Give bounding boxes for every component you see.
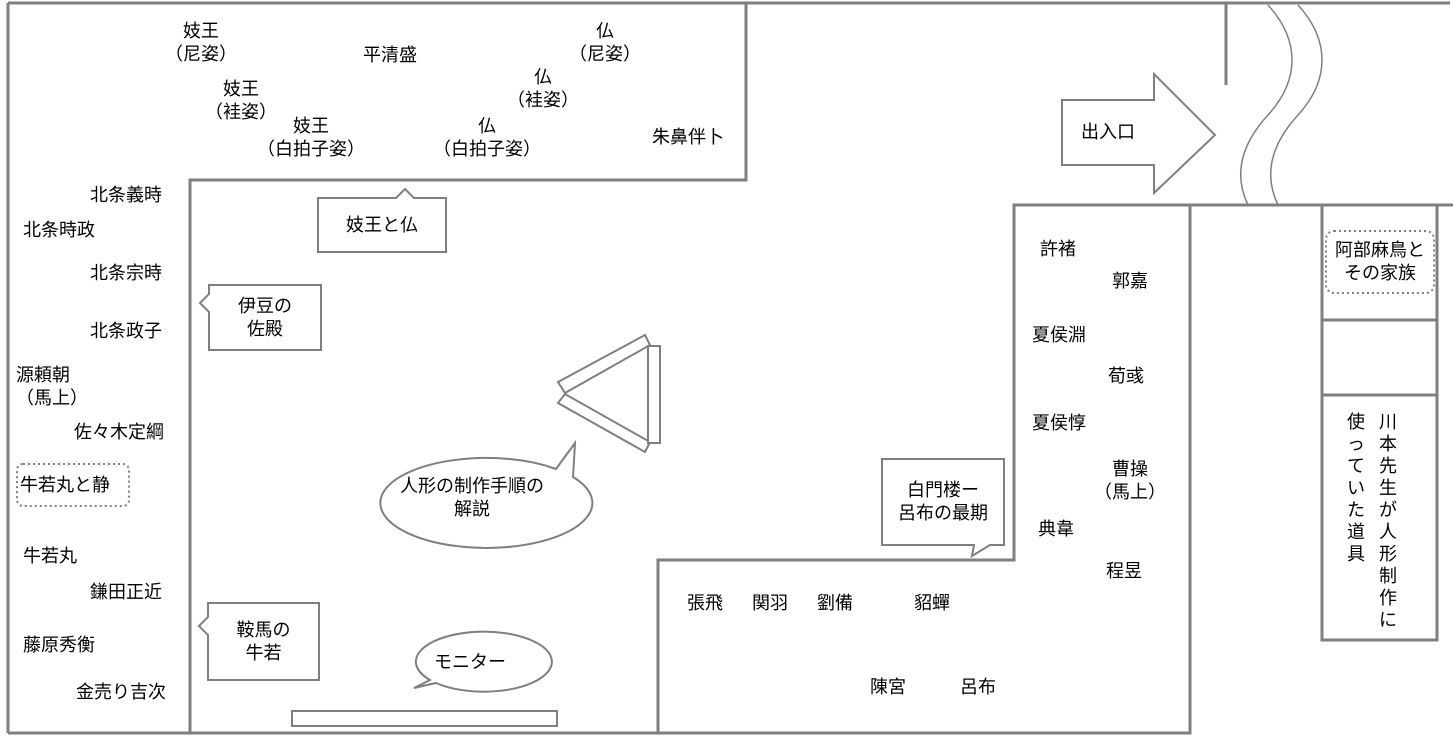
label-chouhi: 張飛 bbox=[687, 593, 723, 614]
monitor-bar bbox=[291, 710, 558, 727]
label-chinkyuu: 陳宮 bbox=[870, 677, 906, 698]
label-abe-matori: 阿部麻鳥とその家族 bbox=[1335, 240, 1425, 284]
callout-hakumon-box bbox=[881, 458, 1005, 559]
label-taira-kiyomori: 平清盛 bbox=[363, 45, 417, 66]
label-sasaki: 佐々木定綱 bbox=[74, 422, 164, 443]
label-ryuubi: 劉備 bbox=[817, 593, 853, 614]
label-tools-col1: 使っていた道具 bbox=[1347, 412, 1365, 565]
outer-wall-left bbox=[8, 1, 748, 735]
label-giou-kesa: 妓王（袿姿） bbox=[205, 79, 277, 123]
triangle-display bbox=[556, 333, 661, 454]
label-hotoke-shirabyoshi: 仏（白拍子姿） bbox=[433, 116, 541, 160]
callout-hakumonro: 白門楼ー呂布の最期 bbox=[898, 480, 988, 524]
frame-abe bbox=[1325, 230, 1435, 294]
label-kyocho: 許褚 bbox=[1040, 239, 1076, 260]
label-sousou: 曹操（馬上） bbox=[1094, 459, 1166, 503]
label-shubana: 朱鼻伴卜 bbox=[652, 127, 724, 148]
label-kanu: 関羽 bbox=[752, 593, 788, 614]
label-giou-ama: 妓王（尼姿） bbox=[165, 21, 237, 65]
label-kakuka: 郭嘉 bbox=[1112, 271, 1148, 292]
label-hotoke-ama: 仏（尼姿） bbox=[569, 21, 641, 65]
label-kakouton: 夏侯惇 bbox=[1032, 413, 1086, 434]
label-tenni: 典韋 bbox=[1038, 519, 1074, 540]
curtain-lines bbox=[1239, 4, 1323, 206]
callout-seisaku-tejun: 人形の制作手順の解説 bbox=[400, 476, 544, 520]
label-tools-col2: 川本先生が人形制作に bbox=[1379, 412, 1397, 631]
label-ryofu: 呂布 bbox=[960, 677, 996, 698]
label-masako: 北条政子 bbox=[90, 321, 162, 342]
label-kichiji: 金売り吉次 bbox=[76, 682, 166, 703]
label-munetoki: 北条宗時 bbox=[90, 263, 162, 284]
callout-izu-box bbox=[198, 284, 322, 351]
case-tools bbox=[1320, 393, 1439, 642]
label-junyu: 荀彧 bbox=[1108, 366, 1144, 387]
callout-izu-no-suketono: 伊豆の佐殿 bbox=[238, 295, 292, 340]
entrance-arrow bbox=[1061, 71, 1217, 196]
label-ushiwakamaru: 牛若丸 bbox=[23, 546, 77, 567]
callout-monitor-bubble bbox=[413, 630, 553, 693]
label-giou-shirabyoshi: 妓王（白拍子姿） bbox=[257, 116, 365, 160]
label-hotoke-kesa: 仏（袿姿） bbox=[507, 67, 579, 111]
case-empty bbox=[1320, 318, 1439, 397]
label-kakouen: 夏侯淵 bbox=[1032, 325, 1086, 346]
bottom-room-wall bbox=[656, 203, 1192, 735]
label-kamata: 鎌田正近 bbox=[90, 582, 162, 603]
callout-giou-box bbox=[317, 187, 447, 253]
callout-giou-to-hotoke: 妓王と仏 bbox=[346, 214, 418, 236]
label-ushiwaka-shizuka: 牛若丸と静 bbox=[20, 475, 110, 496]
label-hidehira: 藤原秀衡 bbox=[23, 635, 95, 656]
callout-seisaku-bubble bbox=[379, 439, 594, 549]
label-yoshitoki: 北条義時 bbox=[90, 185, 162, 206]
frame-ushiwaka-shizuka bbox=[16, 463, 130, 507]
label-teiiku: 程昱 bbox=[1106, 561, 1142, 582]
label-entrance: 出入口 bbox=[1081, 122, 1135, 143]
label-chousen: 貂蟬 bbox=[914, 593, 950, 614]
label-tokimasa: 北条時政 bbox=[23, 220, 95, 241]
label-yoritomo: 源頼朝（馬上） bbox=[16, 365, 88, 409]
callout-kurama-no-ushiwaka: 鞍馬の牛若 bbox=[236, 619, 291, 664]
callout-kurama-box bbox=[197, 602, 320, 681]
callout-monitor: モニター bbox=[434, 651, 506, 673]
